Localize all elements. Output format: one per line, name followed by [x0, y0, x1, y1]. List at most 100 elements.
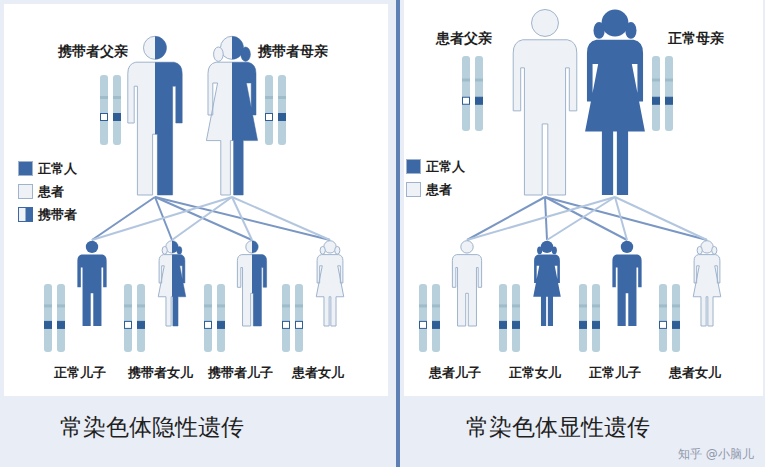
chromosome-band: [462, 79, 470, 82]
legend-carrier: [19, 208, 33, 222]
chromosome: [100, 75, 108, 145]
chromosome: [204, 284, 212, 352]
chromosome: [295, 284, 303, 352]
chromosome: [113, 75, 121, 145]
chromosome-band: [124, 304, 132, 307]
chromosome: [44, 284, 52, 352]
figure-drawing: [200, 240, 280, 386]
person-body: [452, 255, 481, 326]
gene-mark: [420, 321, 427, 328]
chromosome-band: [665, 79, 673, 82]
divider: [396, 0, 400, 467]
person-body: [77, 255, 106, 326]
person-body: [206, 62, 257, 195]
chromosome: [137, 284, 145, 352]
person-body: [172, 255, 186, 326]
figure-drawing: [655, 240, 735, 386]
carrier-half: [252, 241, 267, 326]
person-head: [621, 241, 633, 253]
person-figure: [513, 9, 577, 195]
person-label: 携带者女儿: [128, 364, 193, 382]
gene-mark: [653, 97, 660, 104]
chromosome-band: [57, 304, 65, 307]
carrier-half: [232, 36, 258, 195]
inheritance-line: [615, 197, 627, 240]
left-panel: [4, 4, 388, 396]
carrier-half: [155, 36, 182, 195]
inheritance-line: [467, 197, 615, 240]
person-label: 正常母亲: [668, 30, 724, 48]
legend-swatch: [18, 161, 34, 177]
person-head: [461, 241, 473, 253]
gene-mark: [138, 321, 145, 328]
chromosome-band: [282, 304, 290, 307]
gene-mark: [666, 97, 673, 104]
legend-color: [407, 183, 421, 197]
right-panel: [404, 0, 763, 396]
child-figure: 患者女儿: [278, 240, 358, 386]
figure-drawing: [120, 240, 200, 386]
chromosome-band: [419, 304, 427, 307]
person-body: [316, 255, 344, 326]
person-hair: [593, 22, 604, 39]
person-hair: [320, 246, 325, 254]
person-hair: [177, 246, 182, 254]
gene-mark: [279, 114, 286, 121]
legend-text: 患者: [38, 183, 64, 201]
figure-drawing: [495, 240, 575, 386]
legend-carrier-half: [26, 208, 33, 222]
gene-mark: [58, 321, 65, 328]
person-figure: [533, 241, 561, 326]
gene-mark: [580, 321, 587, 328]
chromosome-band: [137, 304, 145, 307]
person-body: [128, 62, 182, 195]
person-head: [541, 241, 553, 253]
chromosome-band: [204, 304, 212, 307]
person-figure: [237, 241, 266, 326]
person-figure: [206, 36, 257, 195]
person-body: [513, 40, 577, 195]
gene-mark: [283, 321, 290, 328]
chromosome: [432, 284, 440, 352]
legend-text: 患者: [426, 181, 452, 199]
gene-mark: [513, 321, 520, 328]
chromosome: [659, 284, 667, 352]
person-head: [602, 9, 629, 36]
gene-mark: [114, 114, 121, 121]
caption-text: 常染色体隐性遗传: [60, 412, 244, 443]
legend-text: 正常人: [38, 160, 77, 178]
person-head: [220, 36, 243, 59]
chromosome: [665, 56, 673, 131]
chromosome: [652, 56, 660, 131]
chromosome-band: [265, 96, 273, 99]
person-body: [585, 40, 645, 195]
chromosome: [512, 284, 520, 352]
chromosome: [499, 284, 507, 352]
child-figure: 携带者女儿: [120, 240, 200, 386]
chromosome: [265, 75, 273, 145]
person-figure: [585, 9, 645, 195]
person-head: [252, 241, 258, 253]
parent-figure: 携带者母亲: [196, 35, 328, 197]
person-hair: [625, 22, 636, 39]
person-figure: [158, 241, 186, 326]
legend-text: 携带者: [38, 206, 77, 224]
chromosome: [57, 284, 65, 352]
person-label: 患者儿子: [429, 364, 481, 382]
figure-drawing: [196, 35, 328, 197]
person-body: [252, 255, 267, 326]
chromosome: [672, 284, 680, 352]
chromosome: [579, 284, 587, 352]
legend-color: [19, 185, 33, 199]
gene-mark: [205, 321, 212, 328]
person-hair: [712, 246, 717, 254]
person-head: [155, 36, 167, 59]
person-body: [155, 62, 182, 195]
chromosome-band: [100, 96, 108, 99]
watermark: 知乎 @小脑儿: [678, 446, 754, 463]
person-label: 正常儿子: [54, 364, 106, 382]
inheritance-line: [92, 197, 155, 240]
chromosome-band: [659, 304, 667, 307]
gene-mark: [45, 321, 52, 328]
figure-drawing: [575, 240, 655, 386]
